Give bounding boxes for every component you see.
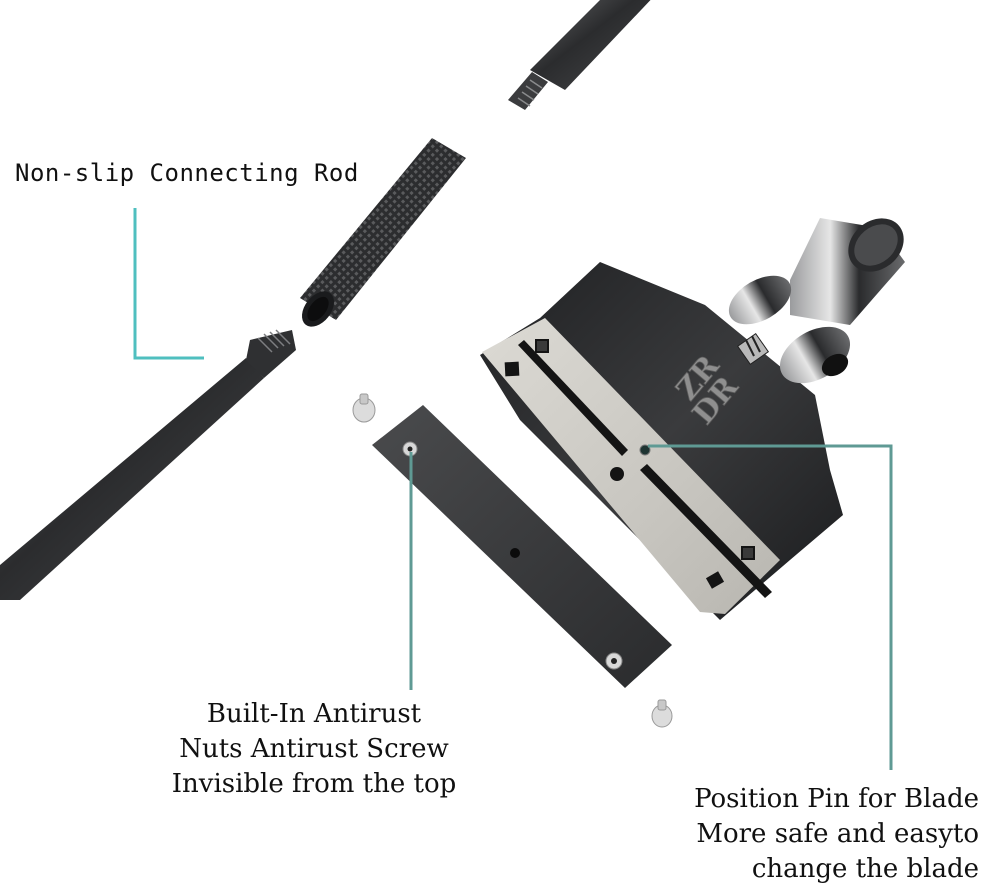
position-pin-label-line-1: Position Pin for Blade	[694, 784, 979, 814]
position-pin	[639, 444, 651, 456]
position-pin-label: Position Pin for Blade More safe and eas…	[659, 782, 979, 887]
lower-threaded-rod	[0, 329, 296, 600]
knurled-connector	[300, 138, 466, 327]
backing-plate	[372, 405, 672, 688]
screw	[651, 699, 673, 728]
connecting-rod-label: Non-slip Connecting Rod	[15, 159, 359, 187]
callout-line-connecting-rod	[133, 208, 204, 360]
position-pin-label-line-3: change the blade	[751, 854, 979, 884]
screw	[352, 393, 376, 423]
antirust-label: Built-In Antirust Nuts Antirust Screw In…	[155, 697, 473, 802]
upper-threaded-rod	[508, 0, 651, 110]
antirust-label-line-1: Built-In Antirust	[206, 699, 422, 729]
blade-holder-head	[480, 218, 905, 620]
callout-line-position-pin	[648, 444, 893, 770]
antirust-label-line-2: Nuts Antirust Screw	[179, 734, 449, 764]
position-pin-label-line-2: More safe and easyto	[696, 819, 979, 849]
antirust-label-line-3: Invisible from the top	[171, 769, 457, 799]
